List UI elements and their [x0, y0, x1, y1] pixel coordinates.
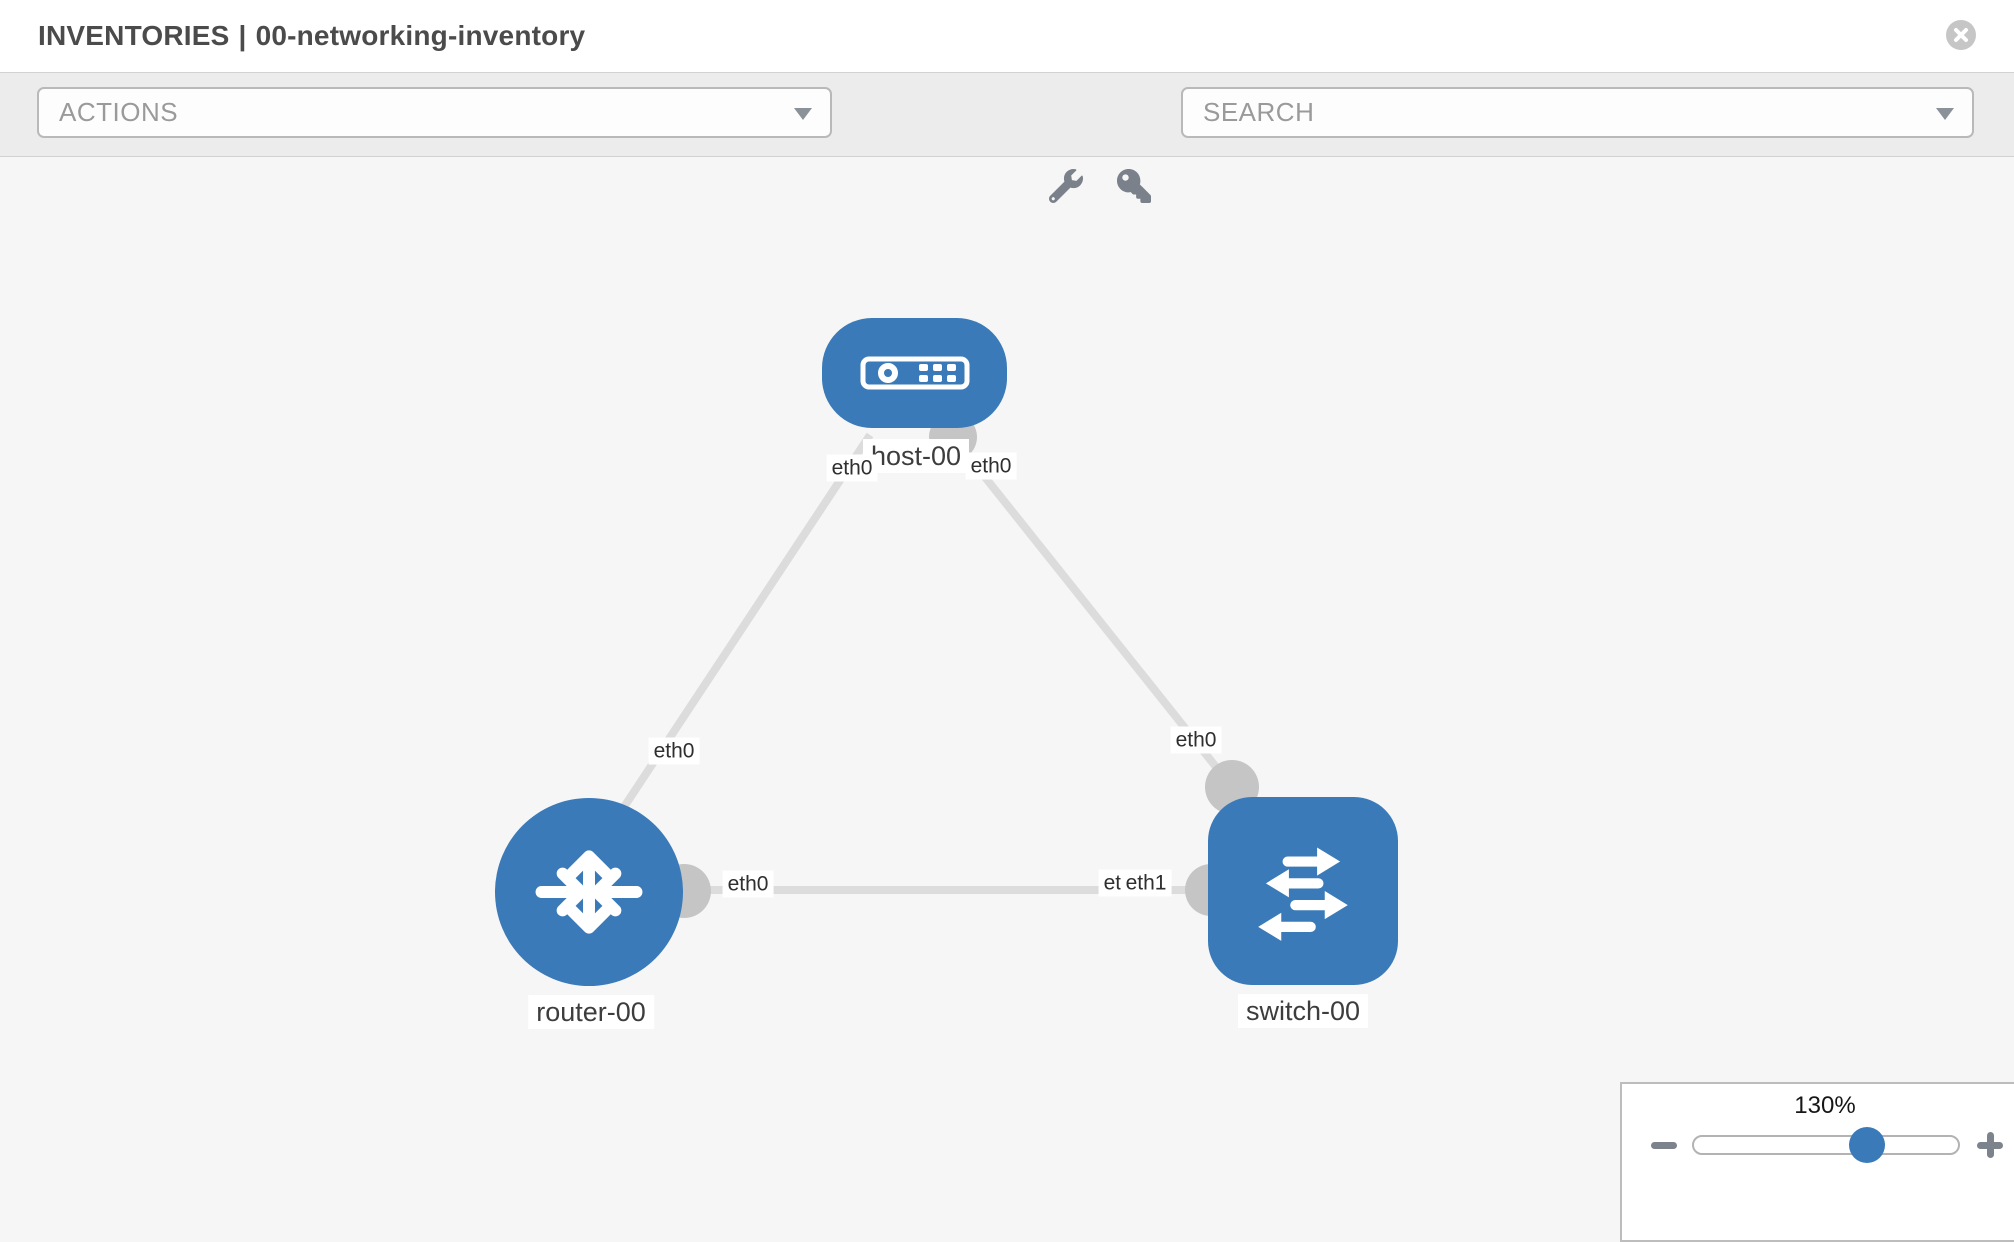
server-icon: [860, 356, 969, 390]
node-switch-00[interactable]: [1208, 797, 1398, 985]
node-label-router: router-00: [528, 995, 654, 1029]
node-router-00[interactable]: [495, 798, 683, 986]
credentials-button[interactable]: [1114, 166, 1154, 206]
chevron-down-icon: [794, 107, 812, 120]
minus-icon: [1651, 1142, 1677, 1149]
interface-label: eth0: [1170, 726, 1222, 754]
key-icon: [1117, 169, 1151, 203]
interface-label: eth0: [648, 737, 700, 765]
switch-icon: [1258, 847, 1348, 941]
toolbar: ACTIONS SEARCH: [0, 72, 2014, 203]
zoom-slider-thumb[interactable]: [1849, 1127, 1885, 1163]
zoom-out-button[interactable]: [1649, 1130, 1679, 1160]
page-title: INVENTORIES | 00-networking-inventory: [38, 0, 594, 72]
node-host-00[interactable]: [822, 318, 1007, 428]
interface-label: eth0: [722, 870, 774, 898]
zoom-in-button[interactable]: [1975, 1130, 2005, 1160]
interface-label: eth0: [965, 452, 1017, 480]
title-prefix: INVENTORIES: [38, 20, 230, 51]
topology-links-layer: [618, 413, 1259, 918]
wrench-icon: [1049, 169, 1083, 203]
actions-dropdown-label: ACTIONS: [59, 97, 179, 127]
tools-button[interactable]: [1046, 166, 1086, 206]
chevron-down-icon: [1936, 107, 1954, 120]
search-dropdown-label: SEARCH: [1203, 97, 1315, 127]
zoom-slider-track[interactable]: [1692, 1127, 1960, 1163]
title-separator: |: [238, 20, 247, 51]
interface-label: eth0: [826, 454, 878, 482]
close-icon: [1954, 28, 1968, 42]
zoom-percent-value: 130%: [1794, 1092, 1856, 1119]
interface-label: eth1: [1120, 869, 1172, 897]
node-label-switch: switch-00: [1237, 994, 1369, 1028]
search-dropdown[interactable]: SEARCH: [1181, 87, 1974, 138]
router-icon: [535, 850, 643, 934]
zoom-control-panel: 130%: [1620, 1082, 2014, 1242]
inventory-name: 00-networking-inventory: [255, 20, 586, 51]
close-button[interactable]: [1946, 20, 1976, 50]
header: INVENTORIES | 00-networking-inventory: [0, 0, 2014, 73]
actions-dropdown[interactable]: ACTIONS: [37, 87, 832, 138]
node-label-host: host-00: [862, 439, 970, 473]
